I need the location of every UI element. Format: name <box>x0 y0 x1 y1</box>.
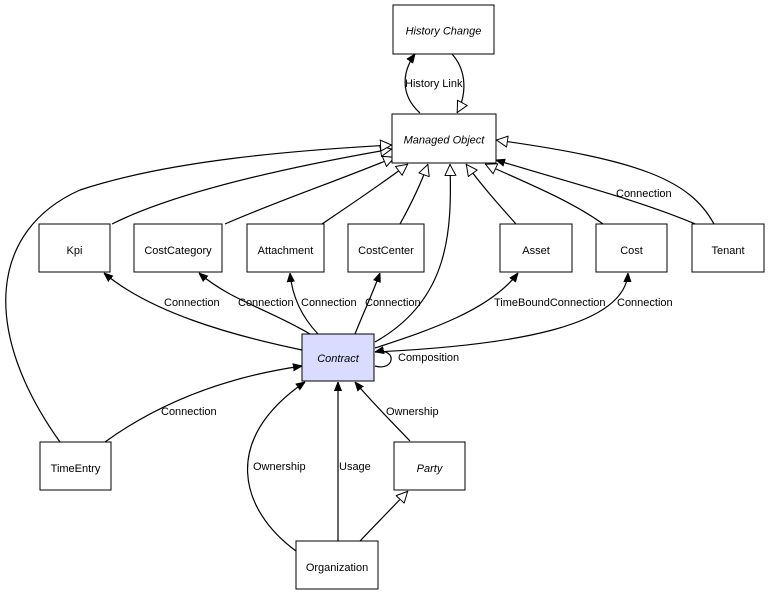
edge-contract-to-costcategory <box>199 273 311 335</box>
node-time-entry[interactable]: TimeEntry <box>39 441 112 491</box>
edge-label-timeentry-contract: Connection <box>161 406 217 418</box>
node-contract[interactable]: Contract <box>301 333 375 382</box>
edge-label-organization-contract-usage: Usage <box>339 461 371 473</box>
edge-label-contract-attachment: Connection <box>301 297 357 309</box>
node-cost-category[interactable]: CostCategory <box>133 223 223 273</box>
node-label-contract: Contract <box>317 353 360 365</box>
node-label-asset: Asset <box>522 245 550 257</box>
node-attachment[interactable]: Attachment <box>246 223 325 273</box>
edge-tenant-to-managedobject-connection <box>496 160 701 227</box>
edge-organization-to-party <box>359 491 409 542</box>
node-label-history-change: History Change <box>406 25 482 37</box>
node-kpi[interactable]: Kpi <box>38 223 111 273</box>
node-label-managed-object: Managed Object <box>404 134 486 146</box>
node-managed-object[interactable]: Managed Object <box>391 113 497 164</box>
edge-cost-to-managedobject <box>485 164 604 225</box>
node-label-cost: Cost <box>620 245 643 257</box>
node-label-tenant: Tenant <box>711 245 744 257</box>
node-label-time-entry: TimeEntry <box>51 463 101 475</box>
edge-party-to-contract <box>355 382 411 442</box>
edge-historychange-to-managedobject <box>451 53 464 113</box>
edge-label-organization-contract-ownership: Ownership <box>253 461 306 473</box>
edge-costcategory-to-managedobject <box>224 157 395 225</box>
edge-label-history-link: History Link <box>405 78 463 90</box>
edge-attachment-to-managedobject <box>321 163 408 225</box>
edge-kpi-to-managedobject <box>111 149 392 225</box>
edge-contract-to-costcenter <box>354 273 380 335</box>
edge-managedobject-to-historychange <box>404 54 421 114</box>
node-tenant[interactable]: Tenant <box>691 223 765 273</box>
node-label-party: Party <box>417 463 444 475</box>
edge-label-contract-composition: Composition <box>398 352 459 364</box>
node-cost-center[interactable]: CostCenter <box>347 223 425 273</box>
edge-contract-self-composition <box>375 351 392 368</box>
node-label-cost-center: CostCenter <box>358 245 414 257</box>
node-party[interactable]: Party <box>393 441 466 491</box>
node-history-change[interactable]: History Change <box>392 4 495 55</box>
node-label-attachment: Attachment <box>258 245 314 257</box>
edge-contract-to-cost <box>374 273 628 353</box>
edge-timeentry-to-contract <box>104 366 302 443</box>
edge-label-contract-costcenter: Connection <box>365 297 421 309</box>
edge-label-contract-cost: Connection <box>617 297 673 309</box>
edge-label-contract-costcategory: Connection <box>238 297 294 309</box>
node-label-organization: Organization <box>306 562 368 574</box>
edge-contract-to-asset <box>374 273 518 349</box>
edge-label-contract-asset: TimeBoundConnection <box>494 297 606 309</box>
edge-asset-to-managedobject <box>465 164 517 225</box>
edge-organization-to-contract-ownership <box>247 382 305 552</box>
edge-tenant-to-managedobject <box>496 140 715 225</box>
edge-contract-to-kpi <box>104 273 303 351</box>
edge-costcenter-to-managedobject <box>399 164 428 225</box>
node-organization[interactable]: Organization <box>295 540 379 590</box>
edge-label-tenant-connection: Connection <box>616 188 672 200</box>
node-cost[interactable]: Cost <box>595 223 668 273</box>
edge-timeentry-to-managedobject <box>5 145 392 443</box>
edge-label-party-contract: Ownership <box>386 406 439 418</box>
edge-contract-to-managedobject <box>374 164 450 343</box>
node-label-cost-category: CostCategory <box>144 245 212 257</box>
node-label-kpi: Kpi <box>67 245 83 257</box>
edge-label-contract-kpi: Connection <box>164 297 220 309</box>
node-asset[interactable]: Asset <box>499 223 573 273</box>
edge-contract-to-attachment <box>290 273 319 335</box>
